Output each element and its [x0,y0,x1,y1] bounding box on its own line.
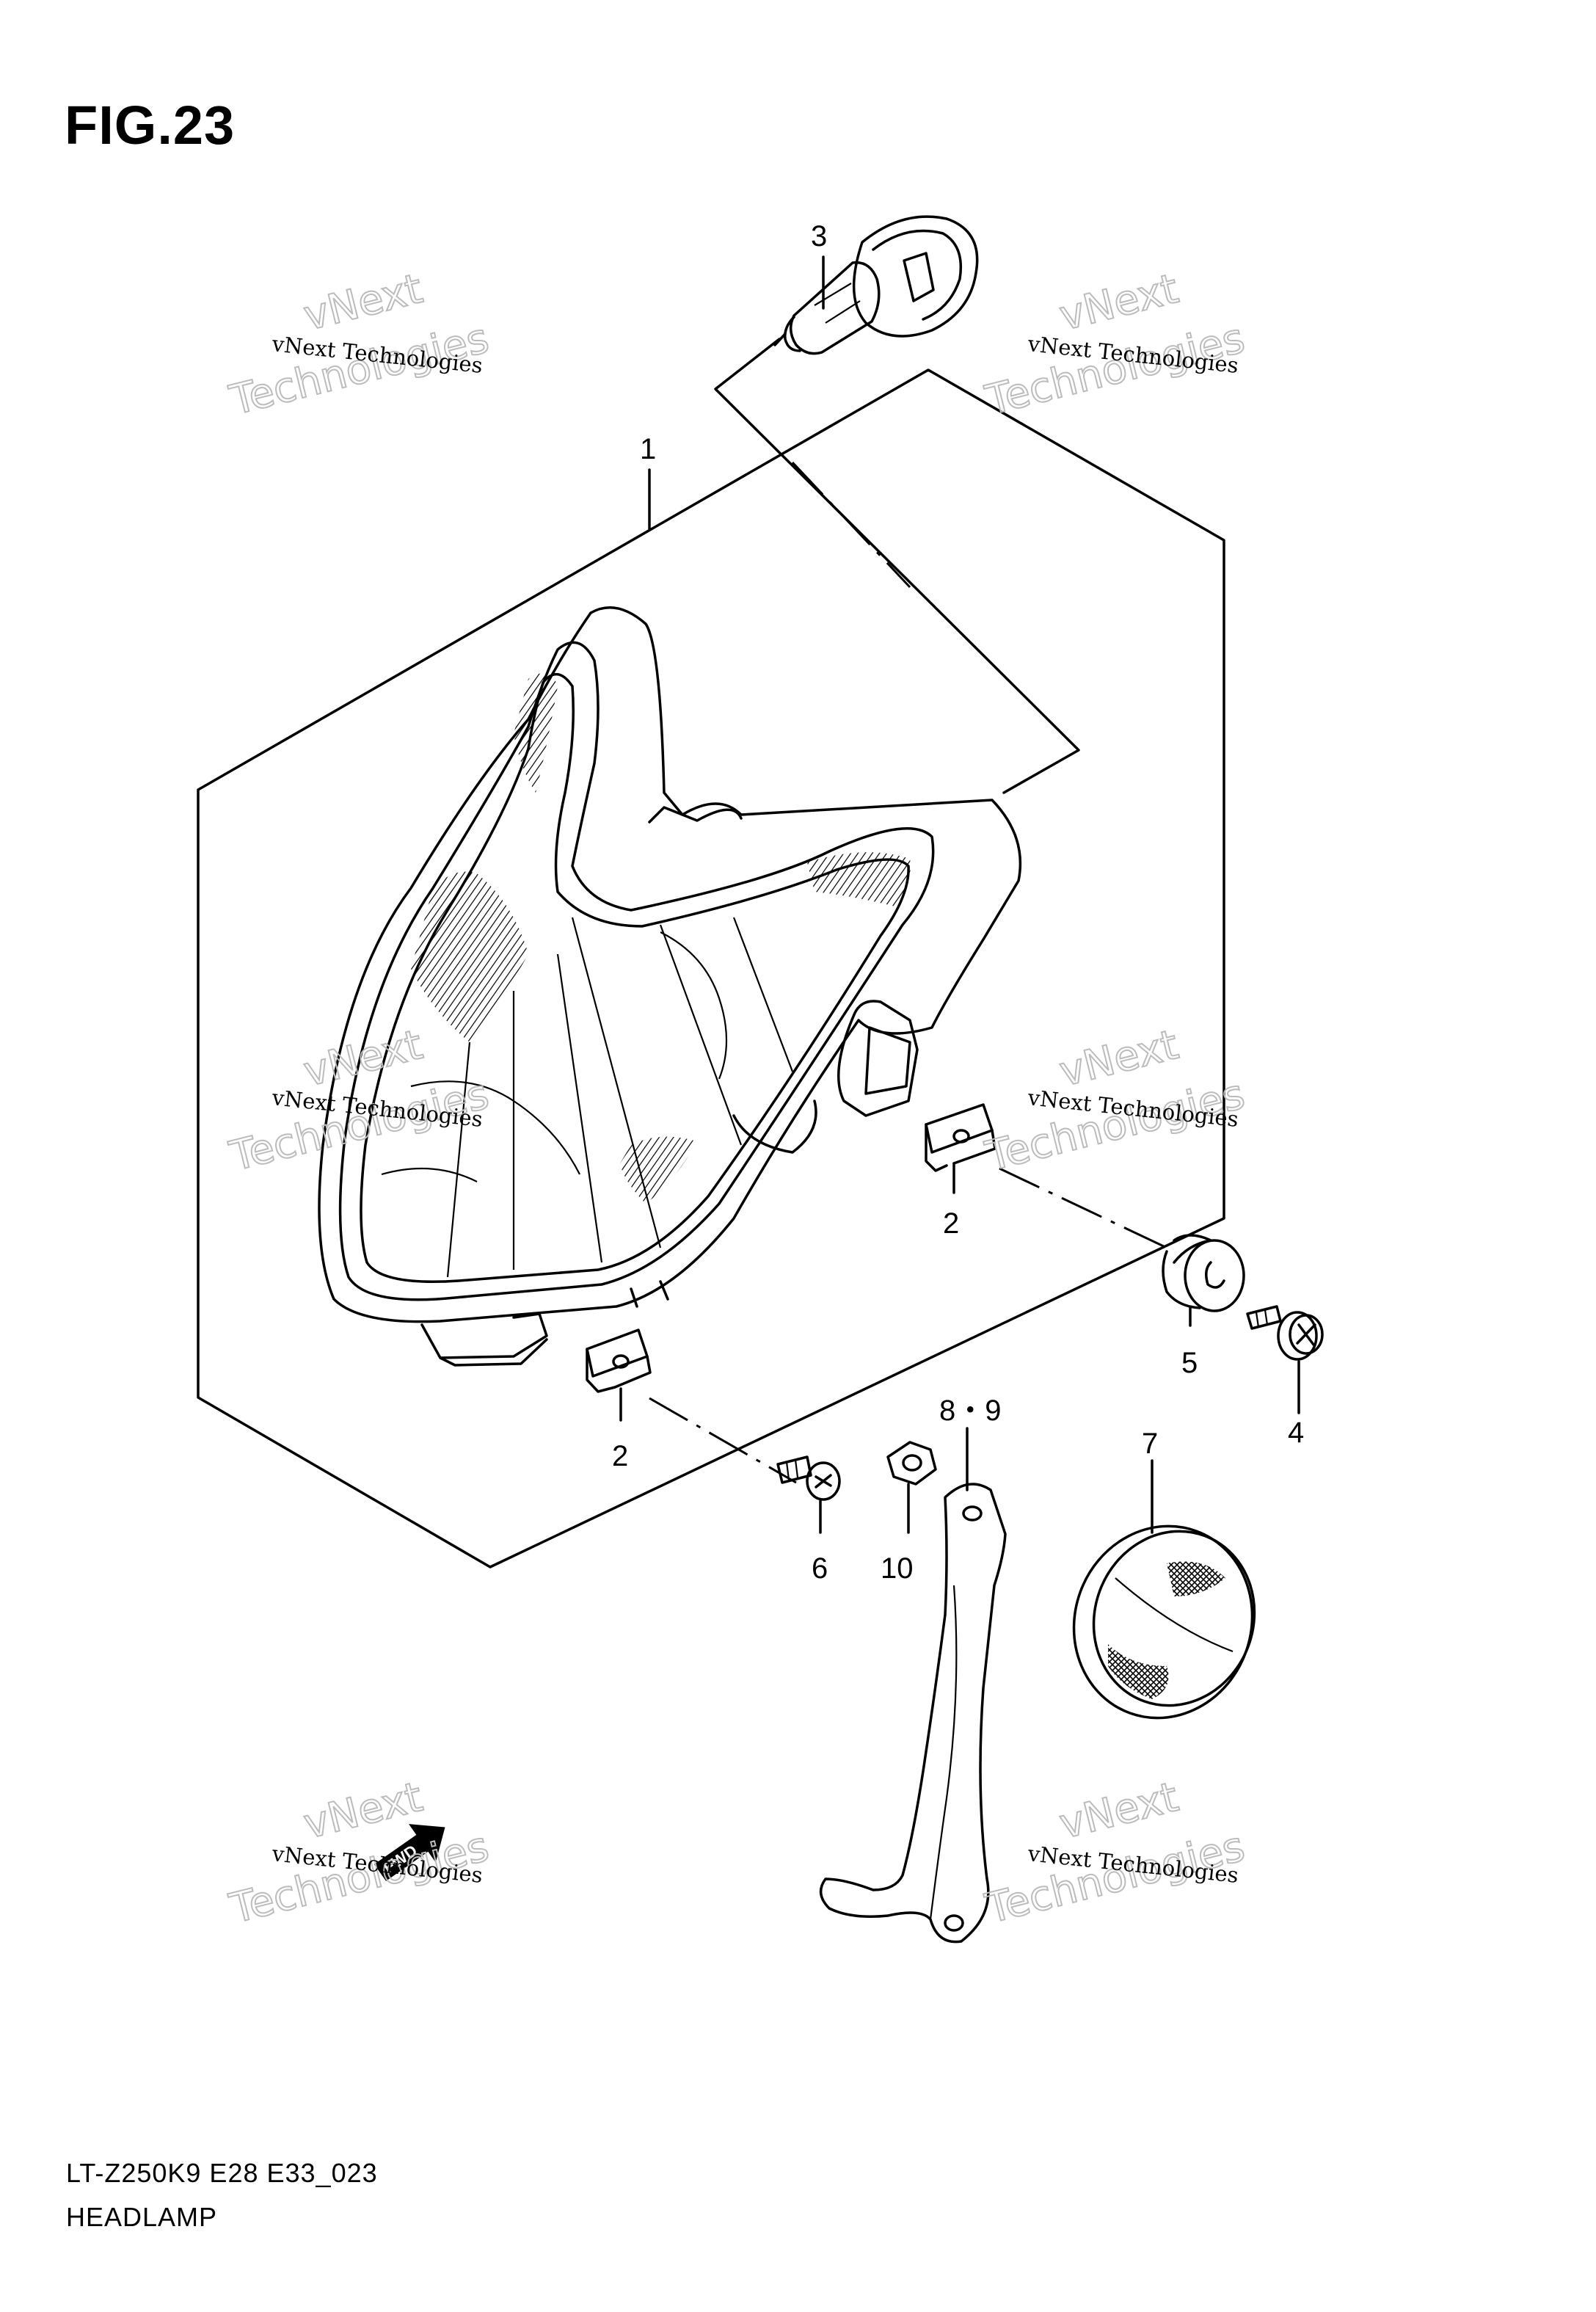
headlamp-housing-part[interactable] [318,606,1022,1367]
speed-nut-clip-upper[interactable] [925,1103,996,1194]
model-code-caption: LT-Z250K9 E28 E33_023 [66,2158,378,2188]
bolt-part[interactable] [776,1455,841,1534]
callout-7: 7 [1142,1428,1158,1460]
bulb-socket-part[interactable] [773,215,979,355]
reflector-part[interactable] [1047,1459,1279,1743]
callout-5: 5 [1181,1347,1198,1379]
callout-3: 3 [811,220,827,252]
watermark-top-right: vNext Technologies vNext Technologies [980,264,1250,426]
bolt-washer-part[interactable] [1246,1305,1324,1414]
assembly-frame [197,368,1225,1568]
callout-1: 1 [640,433,656,465]
callout-2-upper: 2 [943,1207,959,1240]
watermark-middle-left: vNext Technologies vNext Technologies [225,1020,495,1182]
section-name-caption: HEADLAMP [66,2202,218,2232]
callout-4: 4 [1288,1417,1304,1449]
svg-text:vNext: vNext [1055,1021,1183,1097]
callout-2-lower: 2 [612,1440,628,1472]
callout-10: 10 [881,1552,914,1585]
figure-title: FIG.23 [65,95,236,156]
svg-text:vNext: vNext [299,1773,427,1849]
watermark-middle-right: vNext Technologies vNext Technologies [980,1020,1250,1182]
svg-text:vNext: vNext [299,265,427,341]
leader-lines [649,338,1167,1484]
svg-text:vNext: vNext [1055,265,1183,341]
watermark-bottom-left: vNext Technologies vNext Technologies [225,1773,495,1934]
watermark-top-left: vNext Technologies vNext Technologies [225,264,495,426]
watermark-bottom-right: vNext Technologies vNext Technologies [980,1773,1250,1934]
mounting-bracket-part[interactable] [819,1427,1007,1944]
svg-text:vNext: vNext [299,1021,427,1097]
callout-8-9: 8・9 [939,1395,1002,1427]
callout-labels: 1 2 2 3 4 5 6 7 8・9 10 [612,220,1304,1585]
speed-nut-clip-lower[interactable] [586,1328,652,1422]
grommet-part[interactable] [1162,1234,1245,1327]
callout-6: 6 [812,1552,828,1585]
nut-part[interactable] [886,1441,937,1534]
svg-text:vNext: vNext [1055,1773,1183,1849]
